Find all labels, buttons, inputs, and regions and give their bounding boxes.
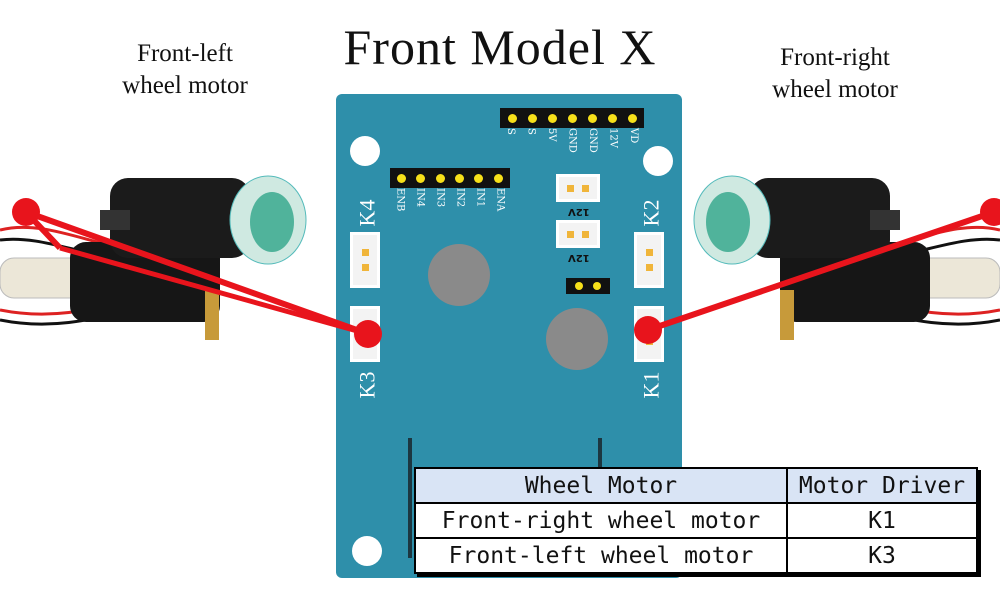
marker-k3	[354, 320, 382, 348]
pin-label: IN3	[434, 188, 446, 208]
pin-label: ENA	[494, 188, 506, 212]
power-connector-bottom	[556, 220, 600, 248]
table-cell: Front-right wheel motor	[414, 502, 788, 539]
mount-hole-top-right	[643, 146, 673, 176]
pin-label: VD	[628, 128, 640, 144]
input-pin-header	[390, 168, 510, 188]
pin-label: GND	[566, 128, 578, 153]
table-row: Front-right wheel motor K1	[414, 502, 978, 539]
front-right-motor-image	[693, 175, 1000, 340]
front-left-label-line2: wheel motor	[122, 72, 248, 99]
mount-hole-bottom-left	[352, 536, 382, 566]
connector-k4	[350, 232, 380, 288]
motor-mapping-table: Wheel Motor Motor Driver Front-right whe…	[414, 467, 978, 574]
pin-label: ENB	[394, 188, 406, 212]
table-cell: K1	[786, 502, 978, 539]
pin-label: S	[525, 128, 537, 135]
marker-front-left-motor	[12, 198, 40, 226]
pin-label: IN2	[454, 188, 466, 208]
table-header-row: Wheel Motor Motor Driver	[414, 467, 978, 504]
front-right-motor-label: Front-right wheel motor	[745, 42, 925, 106]
jumper-header	[566, 278, 610, 294]
wire-front-left-to-k3	[24, 209, 370, 337]
board-slot-right	[598, 438, 602, 468]
front-right-label-line1: Front-right	[780, 44, 890, 71]
pin-label: IN1	[474, 188, 486, 208]
pin-label: 12V	[607, 128, 619, 148]
wire-front-right-to-k1	[647, 209, 995, 333]
pin-label: S	[504, 128, 516, 135]
connector-k2	[634, 232, 664, 288]
pin-label: GND	[587, 128, 599, 153]
column-header-motor-driver: Motor Driver	[786, 467, 978, 504]
board-slot-left	[408, 438, 412, 558]
mount-pad-right	[546, 308, 608, 370]
power-pin-labels: S S 5V GND GND 12V VD	[500, 128, 644, 153]
power-connector-top	[556, 174, 600, 202]
table-row: Front-left wheel motor K3	[414, 537, 978, 574]
pin-label: 5V	[545, 128, 557, 142]
marker-k1	[634, 316, 662, 344]
mount-pad-left	[428, 244, 490, 306]
table-cell: Front-left wheel motor	[414, 537, 788, 574]
column-header-wheel-motor: Wheel Motor	[414, 467, 788, 504]
marker-front-right-motor	[980, 198, 1000, 226]
power-pin-header	[500, 108, 644, 128]
pin-label: IN4	[414, 188, 426, 208]
diagram-title: Front Model X	[343, 19, 657, 75]
front-left-label-line1: Front-left	[137, 40, 233, 67]
wire-front-left-return	[59, 245, 369, 337]
front-left-motor-image	[0, 175, 307, 340]
table-cell: K3	[786, 537, 978, 574]
front-left-motor-label: Front-left wheel motor	[100, 38, 270, 102]
input-pin-labels: ENB IN4 IN3 IN2 IN1 ENA	[390, 188, 510, 211]
front-right-label-line2: wheel motor	[772, 76, 898, 103]
mount-hole-top-left	[350, 136, 380, 166]
